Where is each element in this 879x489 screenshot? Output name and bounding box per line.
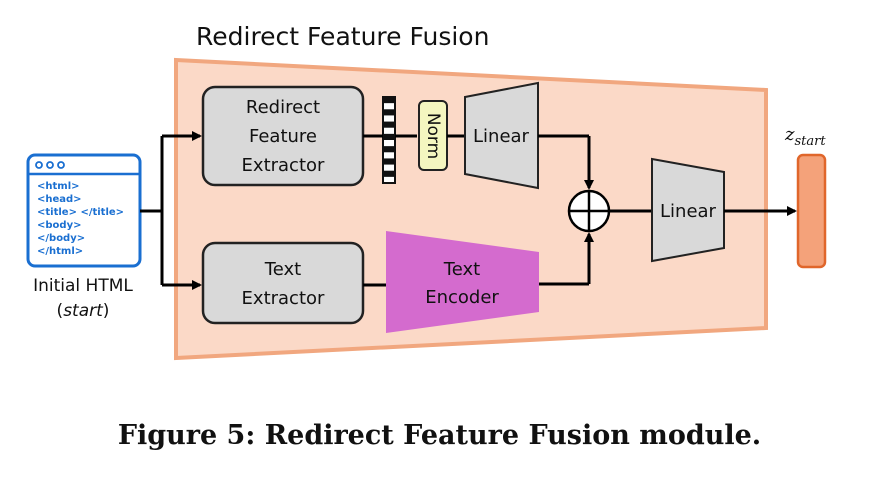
redirect-extractor-label: Redirect bbox=[246, 97, 320, 118]
input-label-start: (start) bbox=[57, 301, 110, 321]
window-dot-icon bbox=[57, 161, 65, 169]
strip-segment bbox=[383, 97, 395, 104]
feature-vector-strip bbox=[382, 96, 396, 184]
encoder-to-sum-arrow bbox=[539, 232, 594, 286]
text-extractor-label: Text bbox=[264, 259, 301, 280]
strip-segment bbox=[383, 133, 395, 140]
linear-output-label: Linear bbox=[660, 201, 717, 222]
html-code-line: </body> bbox=[37, 233, 85, 244]
strip-segment bbox=[383, 109, 395, 116]
redirect-extractor-label: Feature bbox=[249, 126, 317, 147]
strip-segment bbox=[383, 146, 395, 153]
html-document-icon: <html> <head> <title> </title> <body> </… bbox=[26, 153, 142, 268]
sum-node-icon bbox=[567, 189, 611, 233]
html-code-line: </html> bbox=[37, 246, 83, 257]
text-encoder-block bbox=[386, 231, 539, 333]
strip-segment bbox=[383, 158, 395, 165]
text-extractor-block bbox=[201, 241, 365, 325]
output-vector bbox=[796, 153, 827, 269]
norm-label: Norm bbox=[423, 113, 443, 159]
strip-segment bbox=[383, 121, 395, 128]
module-title: Redirect Feature Fusion bbox=[196, 22, 489, 51]
text-extractor-label: Extractor bbox=[242, 288, 325, 309]
html-code-line: <title> </title> bbox=[37, 207, 124, 218]
html-code-line: <head> bbox=[37, 194, 82, 205]
window-dot-icon bbox=[46, 161, 54, 169]
redirect-extractor-label: Extractor bbox=[242, 155, 325, 176]
input-connector bbox=[140, 131, 202, 290]
window-dot-icon bbox=[35, 161, 43, 169]
strip-segment bbox=[383, 170, 395, 177]
linear-output-block bbox=[651, 157, 725, 263]
text-encoder-label: Text bbox=[443, 259, 480, 280]
html-code-line: <body> bbox=[37, 220, 81, 231]
linear-top-block bbox=[464, 81, 539, 190]
figure-caption: Figure 5: Redirect Feature Fusion module… bbox=[117, 420, 762, 451]
text-encoder-label: Encoder bbox=[425, 287, 499, 308]
linear-top-label: Linear bbox=[473, 126, 530, 147]
input-label: Initial HTML bbox=[33, 276, 133, 296]
html-code-line: <html> bbox=[37, 181, 80, 192]
output-label: zstart bbox=[784, 124, 826, 149]
linear-to-sum-arrow bbox=[538, 134, 594, 190]
